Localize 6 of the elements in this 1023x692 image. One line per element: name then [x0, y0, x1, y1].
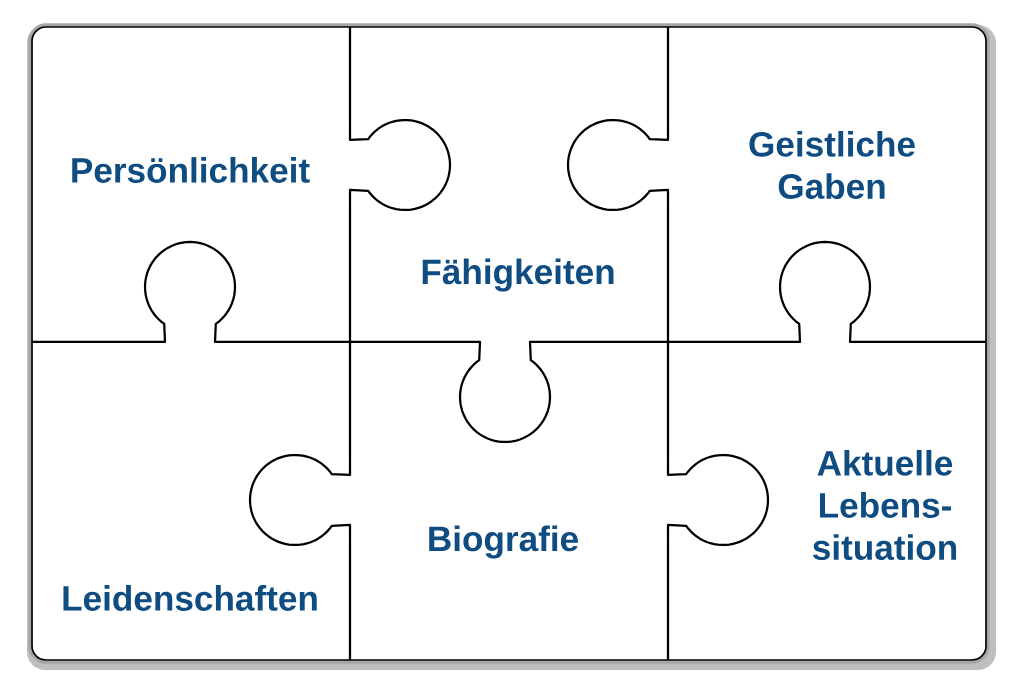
- piece-label: Fähigkeiten: [422, 258, 614, 292]
- piece-label: Leidenschaften: [63, 585, 317, 611]
- piece-label: Aktuelle Lebens- situation: [813, 449, 957, 561]
- piece-label: Persönlichkeit: [72, 157, 310, 183]
- piece-label: Geistliche Gaben: [749, 131, 915, 199]
- piece-label: Biografie: [429, 525, 578, 559]
